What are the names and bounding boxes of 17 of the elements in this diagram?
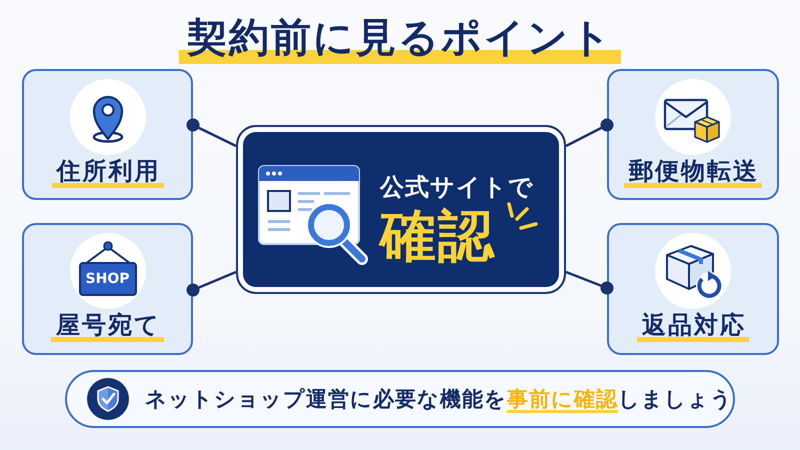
feature-card — [607, 69, 779, 200]
heading-text: 公式サイトで — [380, 172, 534, 202]
connector-line — [566, 270, 614, 294]
connector-line — [565, 118, 614, 148]
feature-card — [22, 223, 193, 355]
emphasis-text: 確認 — [380, 207, 496, 267]
highlight-panel — [236, 125, 566, 294]
feature-label: 郵便物転送 — [624, 157, 762, 188]
connector-line — [186, 270, 236, 296]
feature-label: 返品対応 — [637, 311, 749, 342]
feature-card — [22, 69, 193, 200]
message-text: ネットショップ運営に必要な機能を事前に確認しましょう — [145, 386, 733, 413]
connector-line — [186, 118, 237, 148]
feature-label: 屋号宛て — [51, 311, 164, 342]
sign-text: SHOP — [86, 271, 130, 287]
feature-label: 住所利用 — [52, 157, 164, 188]
feature-card — [607, 223, 779, 355]
